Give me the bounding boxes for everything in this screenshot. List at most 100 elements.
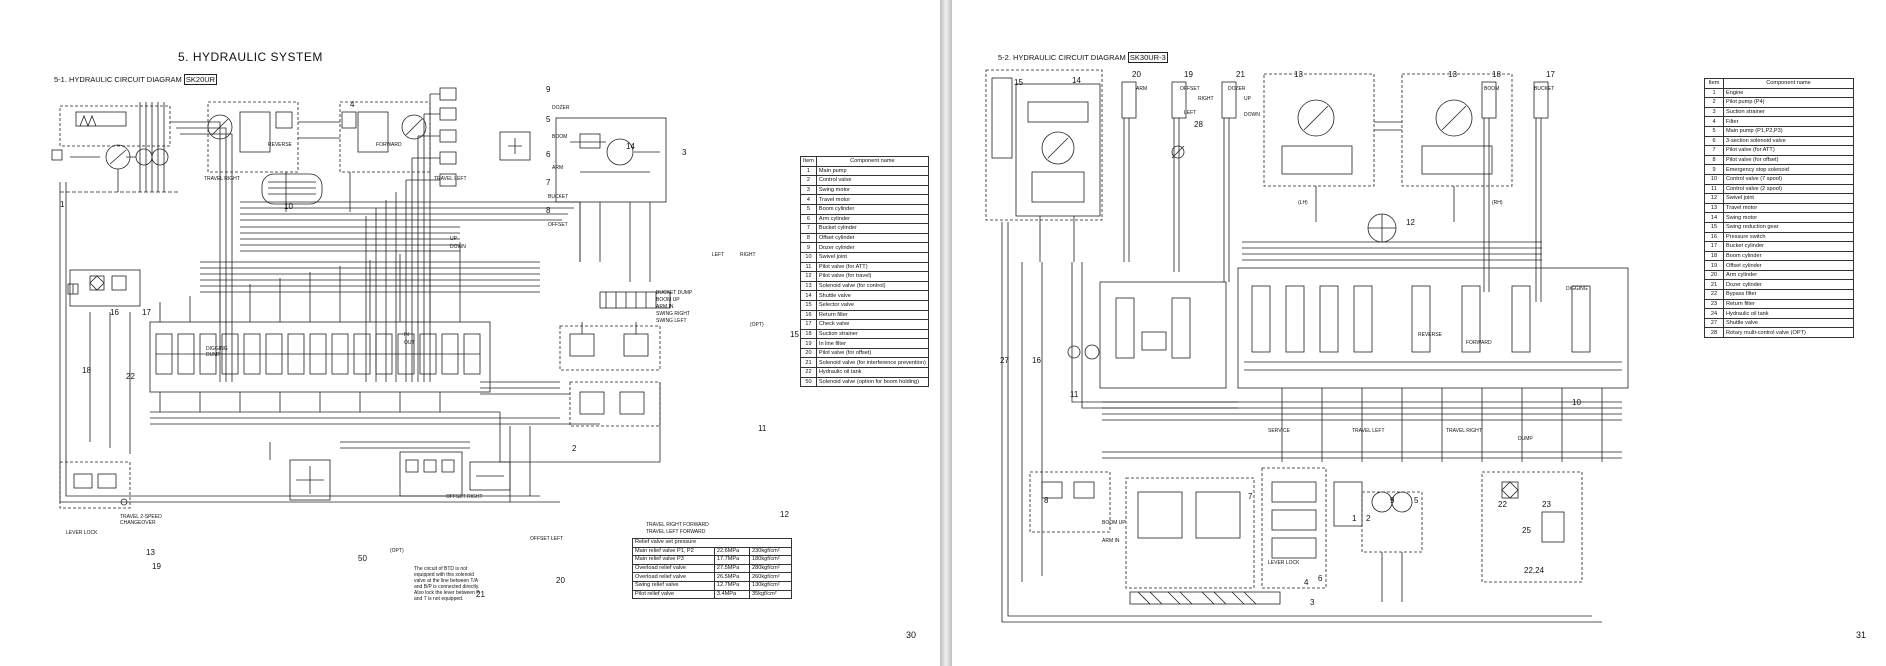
table-cell: 12.7MPa	[713, 580, 751, 591]
callout-21: 21	[476, 590, 485, 599]
callout-10: 10	[1572, 398, 1581, 407]
callout-10: 10	[284, 202, 293, 211]
callout-13b: 13	[1448, 70, 1457, 79]
callout-22: 22	[126, 372, 135, 381]
table-cell: Travel motor	[815, 194, 929, 205]
callout-24: 22,24	[1524, 566, 1545, 575]
table-cell: Bypass filter	[1723, 289, 1854, 300]
table-cell: 260kgf/cm²	[749, 572, 792, 582]
table-cell: 13	[1704, 202, 1724, 214]
table-cell: 15	[1704, 221, 1724, 233]
label-right: RIGHT	[740, 252, 756, 258]
table-cell: 4	[800, 194, 817, 205]
table-cell: 11	[800, 261, 817, 273]
callout-20: 20	[1132, 70, 1141, 79]
relief-table-title: Relief valve set pressure	[632, 538, 792, 548]
table-cell: 5	[1704, 125, 1724, 137]
label-boom: BOOM	[1484, 86, 1500, 92]
callout-4: 4	[1304, 578, 1309, 587]
callout-13: 13	[1294, 70, 1303, 79]
table-cell: Swing reduction gear	[1723, 221, 1854, 233]
table-cell: Filter	[1723, 116, 1854, 127]
table-cell: 1	[800, 165, 817, 177]
table-cell: Pilot valve (for ATT)	[1723, 145, 1854, 156]
table-cell: 12	[1704, 193, 1724, 204]
table-cell: 230kgf/cm²	[749, 546, 792, 557]
table-cell: 21	[800, 357, 817, 369]
table-cell: 20	[800, 347, 817, 359]
table-cell: Control valve	[815, 175, 929, 186]
table-cell: 7	[800, 223, 817, 234]
table-header: Component name	[815, 156, 929, 167]
label-boom-up: BOOM UP	[1102, 520, 1126, 526]
label-lh: (LH)	[1298, 200, 1308, 206]
table-cell: Control valve (2 spool)	[1723, 183, 1854, 195]
table-cell: Engine	[1723, 87, 1854, 99]
callout-17: 17	[1546, 70, 1555, 79]
callout-23: 23	[1542, 500, 1551, 509]
callout-6: 6	[546, 150, 551, 159]
callout-18: 18	[1492, 70, 1501, 79]
table-cell: 9	[800, 242, 817, 253]
left-diagram-subtitle: 5-1. HYDRAULIC CIRCUIT DIAGRAM SK20UR	[54, 74, 218, 85]
callout-9: 9	[1390, 496, 1395, 505]
table-cell: Overload relief valve	[632, 563, 715, 574]
callout-1: 1	[1352, 514, 1357, 523]
callout-7: 7	[546, 178, 551, 187]
table-cell: 18	[1704, 250, 1724, 262]
callout-3: 3	[1310, 598, 1315, 607]
table-cell: Arm cylinder	[1723, 269, 1854, 281]
table-cell: 10	[1704, 173, 1724, 185]
table-cell: Swivel joint	[815, 251, 929, 263]
model-badge: SK20UR	[183, 74, 218, 85]
table-cell: 6	[1704, 135, 1724, 147]
label-swing-right: SWING RIGHT	[656, 311, 690, 317]
table-cell: 3	[800, 184, 817, 196]
label-arm: ARM	[552, 165, 564, 171]
table-cell: 26.5MPa	[713, 572, 751, 582]
label-dozer: DOZER	[1228, 86, 1246, 92]
label-offset: OFFSET	[1180, 86, 1200, 92]
callout-6: 6	[1318, 574, 1323, 583]
table-cell: 4	[1704, 116, 1724, 127]
table-cell: 15	[800, 299, 817, 311]
callout-15: 15	[1014, 78, 1023, 87]
table-cell: 22	[1704, 289, 1724, 300]
callout-19: 19	[1184, 70, 1193, 79]
label-travel-right: TRAVEL RIGHT	[1446, 428, 1482, 434]
label-left: LEFT	[712, 252, 725, 258]
callout-9: 9	[546, 85, 551, 94]
label-dump: DUMP	[206, 352, 221, 358]
callout-16: 16	[110, 308, 119, 317]
label-arm-in: ARM IN	[1102, 538, 1120, 544]
callout-16: 16	[1032, 356, 1041, 365]
table-cell: 24	[1704, 308, 1724, 319]
section-title: 5. HYDRAULIC SYSTEM	[178, 50, 323, 64]
label-travel-2speed: TRAVEL 2-SPEED CHANGEOVER	[120, 514, 162, 526]
left-hydraulic-circuit-diagram	[51, 87, 671, 509]
table-cell: 18	[800, 328, 817, 340]
table-cell: Pilot valve (for ATT)	[815, 261, 929, 273]
table-cell: Shuttle valve	[1723, 317, 1854, 329]
